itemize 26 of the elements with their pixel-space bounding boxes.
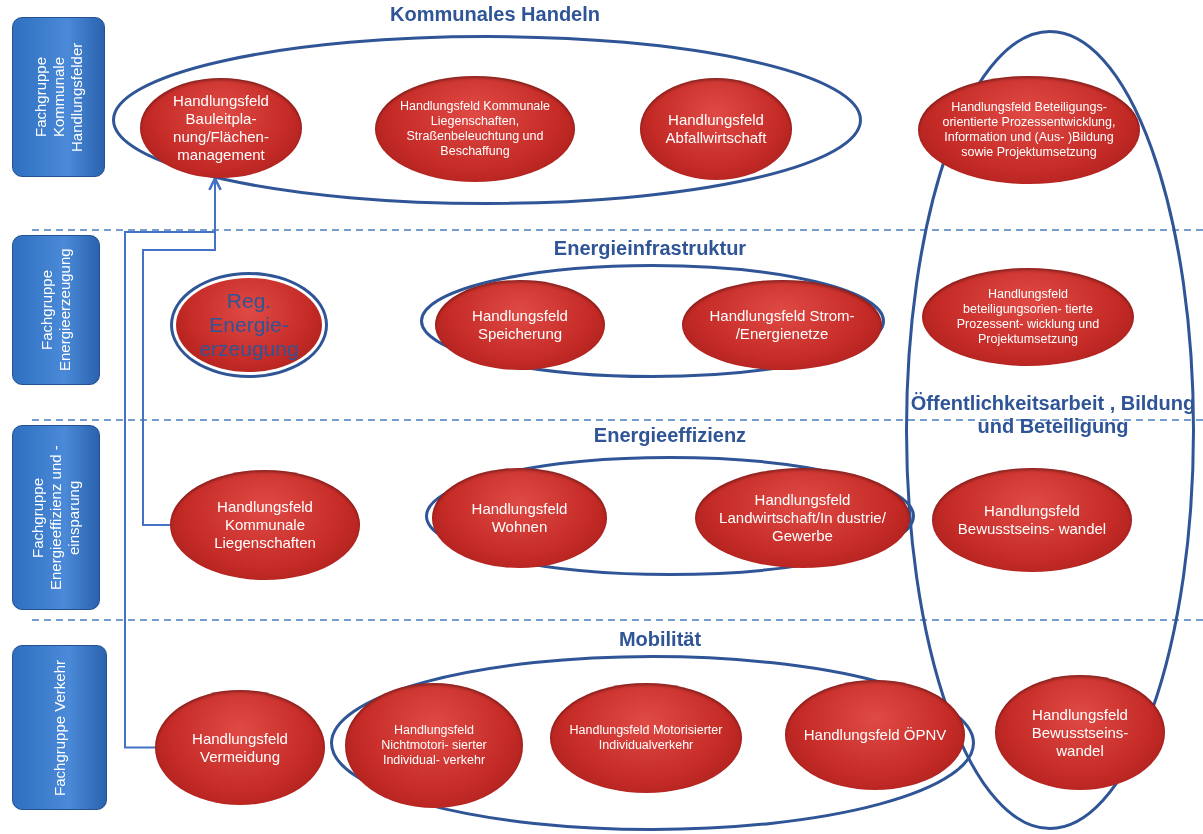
ellipse-node: Handlungsfeld Beteiligungs-orientierte Prozessentwicklung, Information und (Aus- )Bildung sowie Projektumsetzung [918, 76, 1140, 184]
group-label-box: Fachgruppe Verkehr [12, 645, 107, 810]
group-title: Energieeffizienz [592, 424, 748, 447]
ellipse-node: Handlungsfeld Nichtmotori- sierter Individual- verkehr [345, 683, 523, 808]
ellipse-node: Handlungsfeld ÖPNV [785, 680, 965, 790]
ellipse-node: Handlungsfeld Landwirtschaft/In dustrie/ Gewerbe [695, 468, 910, 568]
ellipse-node: Handlungsfeld Wohnen [432, 468, 607, 568]
ellipse-node: Handlungsfeld Speicherung [435, 280, 605, 370]
group-label-box: Fachgruppe Energieeffizienz und -einsparung [12, 425, 100, 610]
group-title: Mobilität [617, 628, 703, 651]
ellipse-node: Handlungsfeld Motorisierter Individualverkehr [550, 683, 742, 793]
ellipse-node: Handlungsfeld Vermeidung [155, 690, 325, 805]
ellipse-node: Handlungsfeld Strom- /Energienetze [682, 280, 882, 370]
group-title: Energieinfrastruktur [552, 237, 748, 260]
ellipse-node: Handlungsfeld Abfallwirtschaft [640, 78, 792, 180]
ellipse-node: Handlungsfeld Bewusstseins- wandel [932, 468, 1132, 572]
group-label-box: Fachgruppe Energieerzeugung [12, 235, 100, 385]
group-label-box: Fachgruppe Kommunale Handlungsfelder [12, 17, 105, 177]
ellipse-node: Handlungsfeld beteiligungsorien- tierte Prozessent- wicklung und Projektumsetzung [922, 268, 1134, 366]
ellipse-node: Handlungsfeld Kommunale Liegenschaften [170, 470, 360, 580]
ellipse-node: Handlungsfeld Bauleitpla- nung/Flächen- management [140, 78, 302, 178]
connector-arrow [124, 177, 222, 749]
ringed-ellipse-node: Reg. Energie- erzeugung [170, 272, 328, 378]
ellipse-node: Handlungsfeld Bewusstseins- wandel [995, 675, 1165, 790]
ellipse-node: Handlungsfeld Kommunale Liegenschaften, Straßenbeleuchtung und Beschaffung [375, 76, 575, 182]
group-title: Kommunales Handeln [388, 3, 601, 26]
